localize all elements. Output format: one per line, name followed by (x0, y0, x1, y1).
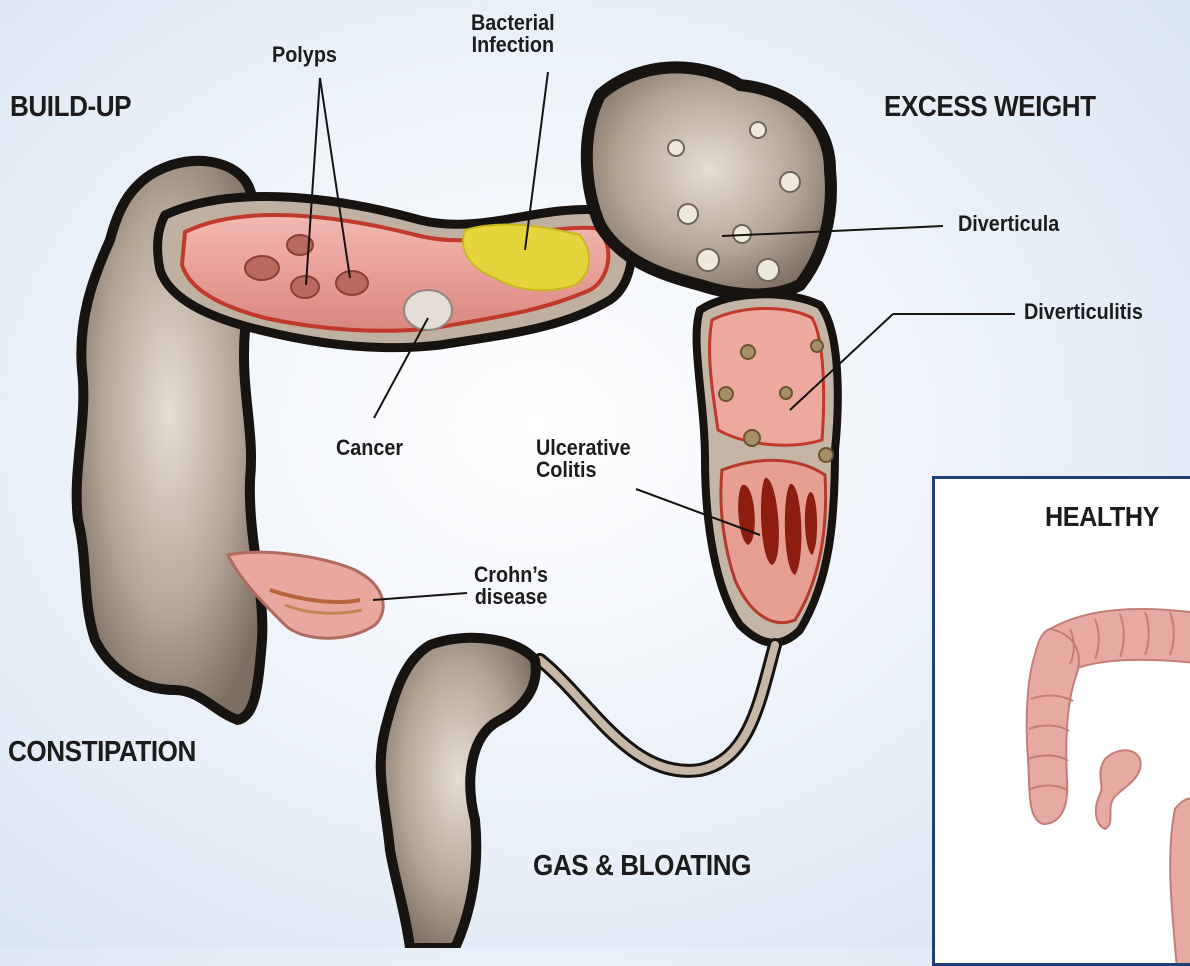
label-crohns-disease: Crohn’s disease (474, 564, 548, 608)
label-build-up: BUILD-UP (10, 91, 131, 124)
healthy-colon-illustration (935, 479, 1190, 966)
connecting-tube (540, 645, 775, 771)
label-bacterial-infection: Bacterial Infection (471, 12, 555, 56)
healthy-inset: HEALTHY (932, 476, 1190, 966)
label-polyps: Polyps (272, 44, 337, 66)
polyp (291, 276, 319, 298)
label-diverticula: Diverticula (958, 213, 1059, 235)
sigmoid-rectum (381, 638, 536, 948)
label-excess-weight: EXCESS WEIGHT (884, 91, 1096, 124)
polyp (336, 271, 368, 295)
label-cancer: Cancer (336, 437, 403, 459)
label-ulcerative-colitis: Ulcerative Colitis (536, 437, 631, 481)
polyp (245, 256, 279, 280)
label-diverticulitis: Diverticulitis (1024, 301, 1143, 323)
healthy-appendix (1096, 750, 1141, 829)
healthy-descending-colon (1170, 798, 1190, 966)
cancer-growth (404, 290, 452, 330)
label-gas-bloating: GAS & BLOATING (533, 850, 751, 883)
diverticulitis-mucosa (710, 308, 824, 445)
label-constipation: CONSTIPATION (8, 736, 196, 769)
